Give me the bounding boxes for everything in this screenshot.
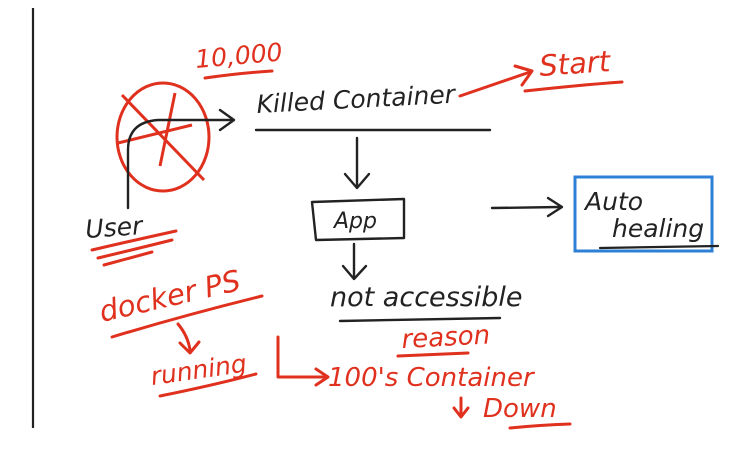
running-to-containers-arrow [276,335,328,379]
app-to-healing-arrow [490,205,562,210]
count-underline [203,69,274,80]
container-to-app-arrow-head [343,172,371,190]
running-underline [158,372,258,398]
user-label: User [84,211,145,244]
app-to-not-accessible-arrow-head [341,264,368,281]
down-arrow-head [452,406,470,419]
docker-ps-underline [110,294,264,339]
docker-to-running-arrow [176,322,192,352]
reason-underline [396,351,470,358]
docker-to-running-arrow-head [178,340,201,355]
user-red-underlines [90,229,178,267]
start-label: Start [538,44,613,83]
count-label: 10,000 [194,37,284,74]
start-underline [523,80,624,93]
running-label: running [149,349,249,391]
start-arrow-head [513,64,534,87]
user-to-container-arrow [126,118,235,210]
not-accessible-label: not accessible [330,282,523,313]
reason-label: reason [401,320,491,355]
down-label: Down [483,394,557,424]
auto-healing-underline [598,244,720,250]
start-arrow [458,70,532,98]
user-arrow-head [218,108,236,132]
app-to-healing-arrow-head [546,196,564,218]
app-label: App [332,209,377,234]
auto-healing-line1: Auto [583,187,643,216]
app-box [310,197,406,242]
not-accessible-underline [338,316,502,323]
auto-healing-line2: healing [612,214,704,243]
auto-healing-box [573,175,714,253]
killed-container-label: Killed Container [256,80,458,119]
down-underline [508,422,572,430]
containers-label: 100's Container [328,363,536,393]
running-to-containers-arrow-head [314,367,330,387]
